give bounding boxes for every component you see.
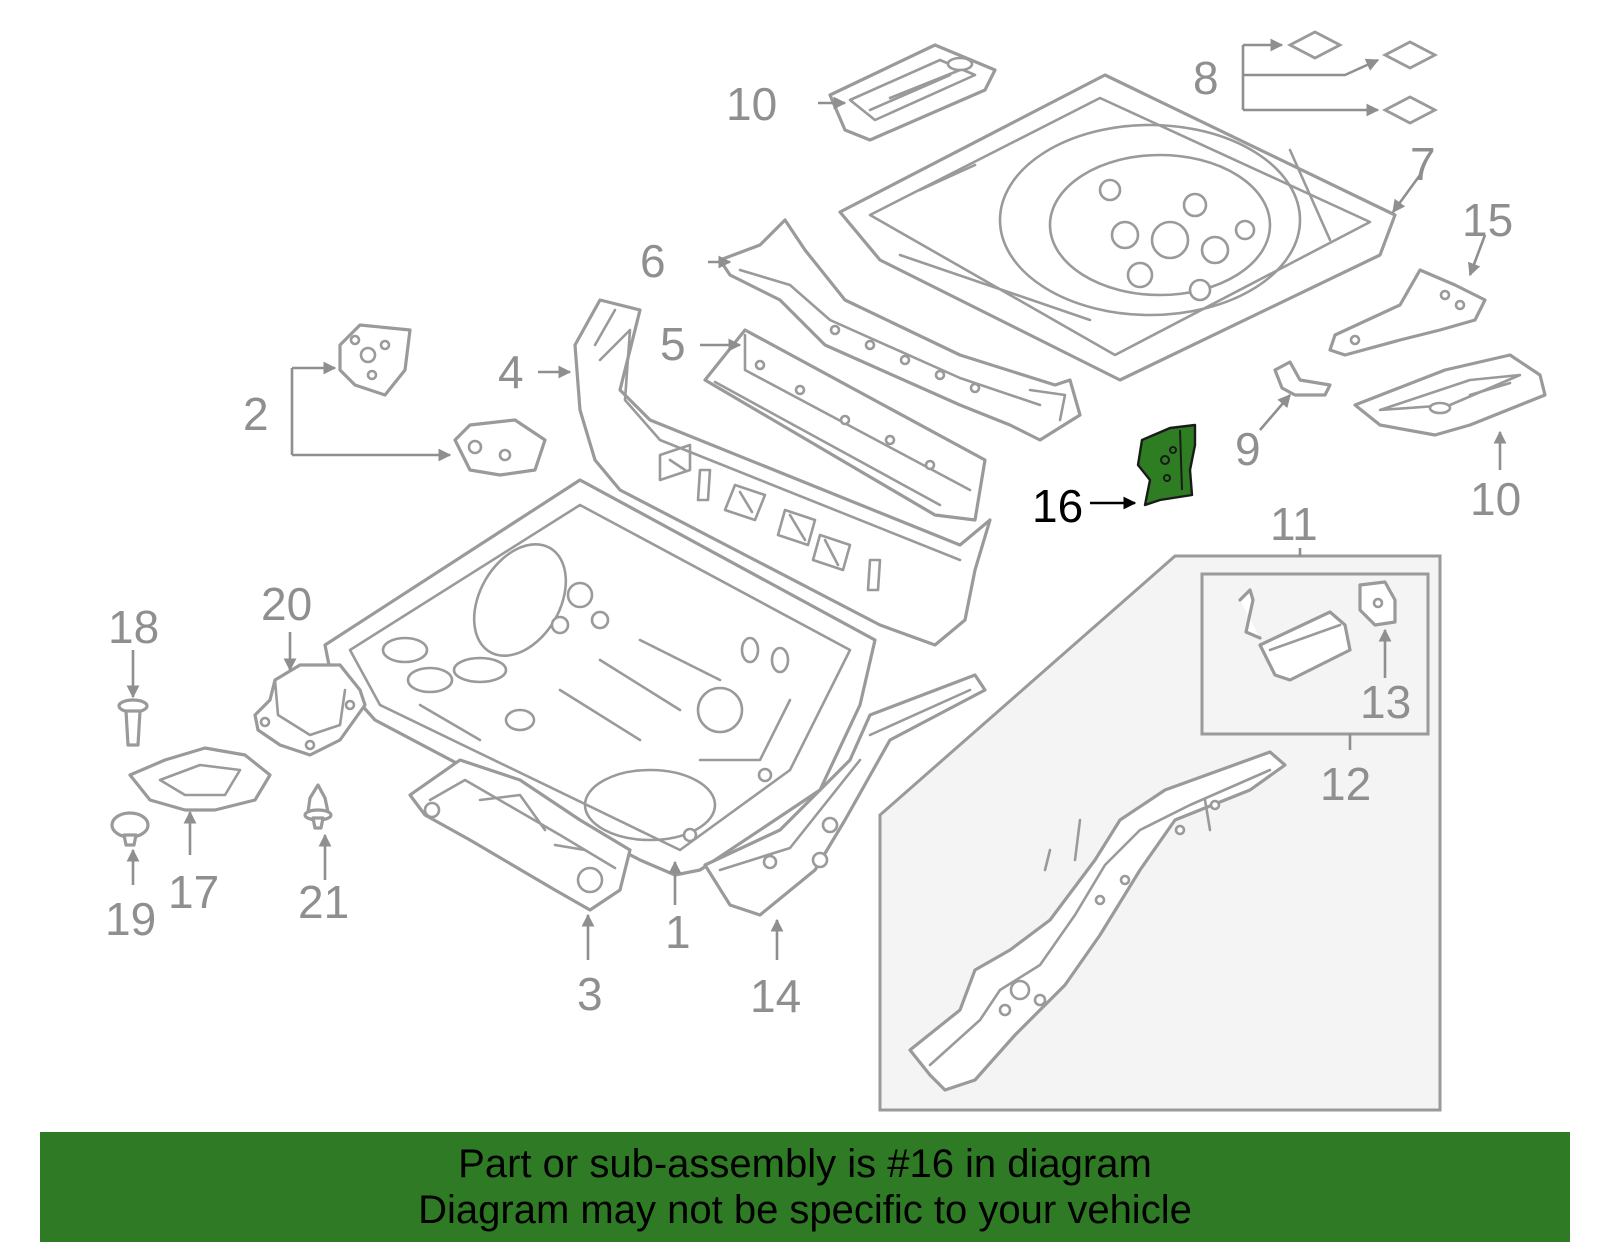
callout-10-lower[interactable]: 10: [1470, 473, 1521, 525]
part-15-bracket[interactable]: [1328, 268, 1487, 357]
info-banner: Part or sub-assembly is #16 in diagram D…: [40, 1132, 1570, 1242]
callout-11[interactable]: 11: [1270, 498, 1318, 550]
part-21-pin[interactable]: [303, 783, 333, 830]
callout-6[interactable]: 6: [640, 235, 666, 287]
callout-10-upper[interactable]: 10: [726, 78, 777, 130]
callout-18[interactable]: 18: [108, 601, 159, 653]
callout-2[interactable]: 2: [243, 388, 269, 440]
callout-8[interactable]: 8: [1193, 52, 1219, 104]
callout-15[interactable]: 15: [1462, 194, 1513, 246]
part-10-upper-bracket[interactable]: [828, 43, 997, 142]
callout-16-highlighted[interactable]: 16: [1032, 480, 1083, 532]
callout-21[interactable]: 21: [298, 876, 349, 928]
part-20-cup[interactable]: [253, 663, 367, 757]
callout-5[interactable]: 5: [660, 318, 686, 370]
part-9-clip[interactable]: [1273, 360, 1332, 397]
part-6-rear-crossmember[interactable]: [718, 218, 1082, 442]
part-7-rear-floor-pan[interactable]: [838, 73, 1397, 382]
part-10-lower-bracket[interactable]: [1353, 353, 1547, 437]
callout-3[interactable]: 3: [577, 968, 603, 1020]
part-4-seat-bulkhead[interactable]: [573, 298, 992, 647]
part-5-seat-panel[interactable]: [703, 328, 987, 522]
callout-4[interactable]: 4: [498, 346, 524, 398]
part-8-diamonds[interactable]: [1286, 30, 1439, 125]
callout-12[interactable]: 12: [1320, 758, 1371, 810]
banner-line-part: Part or sub-assembly is #16 in diagram: [458, 1142, 1152, 1186]
callout-9[interactable]: 9: [1235, 423, 1261, 475]
part-18-clip[interactable]: [117, 698, 149, 747]
part-17-plate[interactable]: [128, 746, 272, 812]
callout-20[interactable]: 20: [261, 578, 312, 630]
callout-7[interactable]: 7: [1410, 138, 1436, 190]
callout-14[interactable]: 14: [750, 970, 801, 1022]
callout-19[interactable]: 19: [105, 893, 156, 945]
callout-17[interactable]: 17: [168, 866, 219, 918]
part-2-brackets[interactable]: [338, 323, 547, 477]
part-16-highlighted-bracket[interactable]: [1136, 423, 1197, 507]
part-3-floor-crossmember[interactable]: [408, 758, 632, 912]
part-19-plug[interactable]: [110, 811, 150, 847]
callout-labels: 10 8 7 15 6 5 4 2 9 10 16 11 20 18 13 12…: [105, 52, 1521, 1022]
callout-1[interactable]: 1: [665, 906, 691, 958]
banner-line-disclaimer: Diagram may not be specific to your vehi…: [418, 1188, 1192, 1232]
inset-detail-panel: [878, 554, 1442, 1112]
part-14-rear-side-rail[interactable]: [703, 673, 987, 917]
leader-lines: [126, 45, 1507, 960]
callout-13[interactable]: 13: [1360, 676, 1411, 728]
